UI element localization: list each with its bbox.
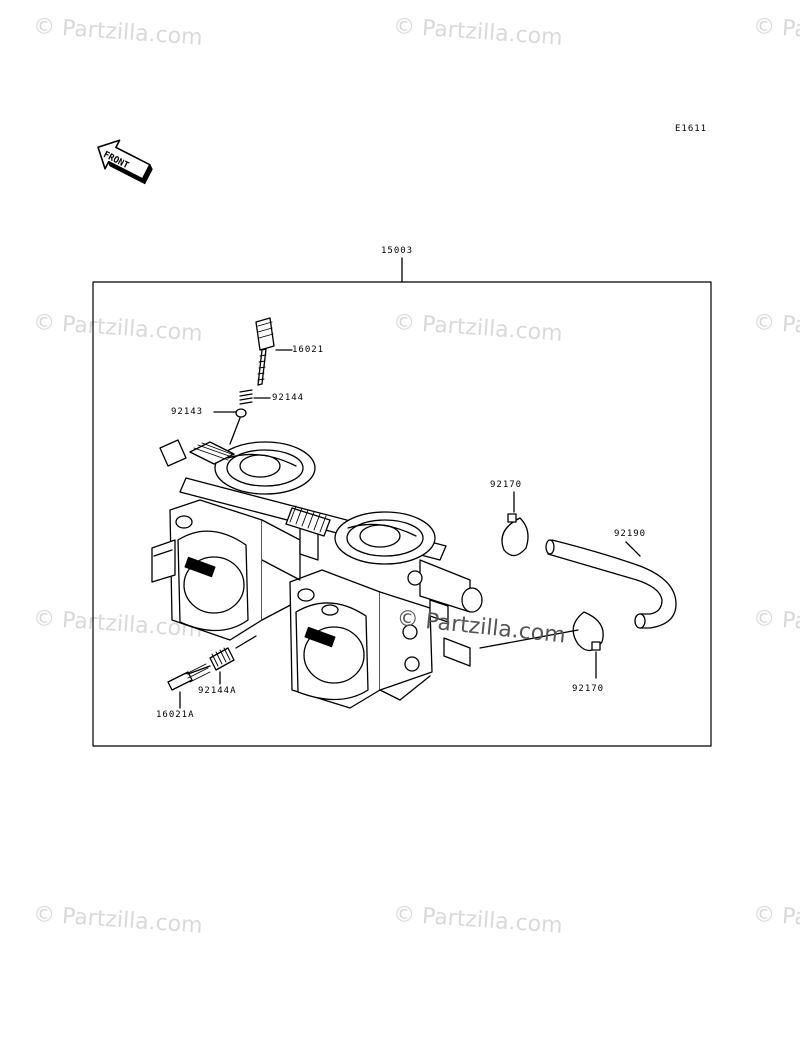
callout-92143: 92143 <box>171 407 204 417</box>
part-16021A-screw <box>167 663 211 709</box>
callout-16021A: 16021A <box>156 710 195 720</box>
part-92190-hose <box>545 539 677 629</box>
callout-92170-top: 92170 <box>490 480 523 490</box>
callout-92144A: 92144A <box>198 686 237 696</box>
part-92170-clamp-bottom <box>479 611 604 679</box>
part-92144A-spring <box>209 635 257 685</box>
diagram-code: E1611 <box>675 124 708 134</box>
callout-92190: 92190 <box>614 529 647 539</box>
part-92143-washer <box>213 408 247 445</box>
callout-92170-bottom: 92170 <box>572 684 605 694</box>
assembly-label: 15003 <box>381 246 414 256</box>
front-arrow-icon <box>97 139 153 185</box>
part-16021-screw <box>255 317 293 386</box>
part-92170-clamp-top <box>501 491 529 557</box>
part-92144-spring <box>239 389 271 405</box>
carburetor-assembly <box>151 439 483 709</box>
callout-16021: 16021 <box>292 345 325 355</box>
callout-92144: 92144 <box>272 393 305 403</box>
